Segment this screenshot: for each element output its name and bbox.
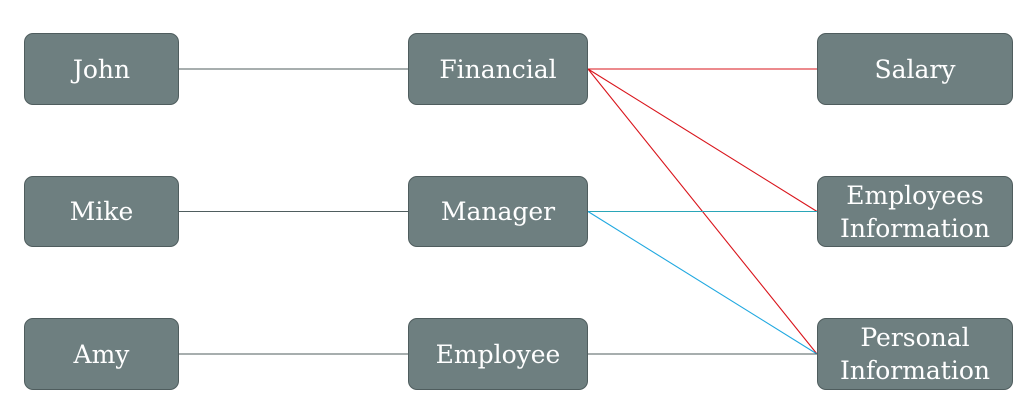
- node-john: John: [24, 33, 179, 105]
- node-financial: Financial: [408, 33, 588, 105]
- node-mike: Mike: [24, 176, 179, 247]
- node-amy: Amy: [24, 318, 179, 390]
- edge-manager-to-personal-information: [587, 211, 818, 355]
- node-manager: Manager: [408, 176, 588, 247]
- node-employee: Employee: [408, 318, 588, 390]
- node-salary: Salary: [817, 33, 1013, 105]
- node-personal-information: Personal Information: [817, 318, 1013, 390]
- edge-financial-to-employees-information: [587, 68, 818, 212]
- node-employees-information: Employees Information: [817, 176, 1013, 247]
